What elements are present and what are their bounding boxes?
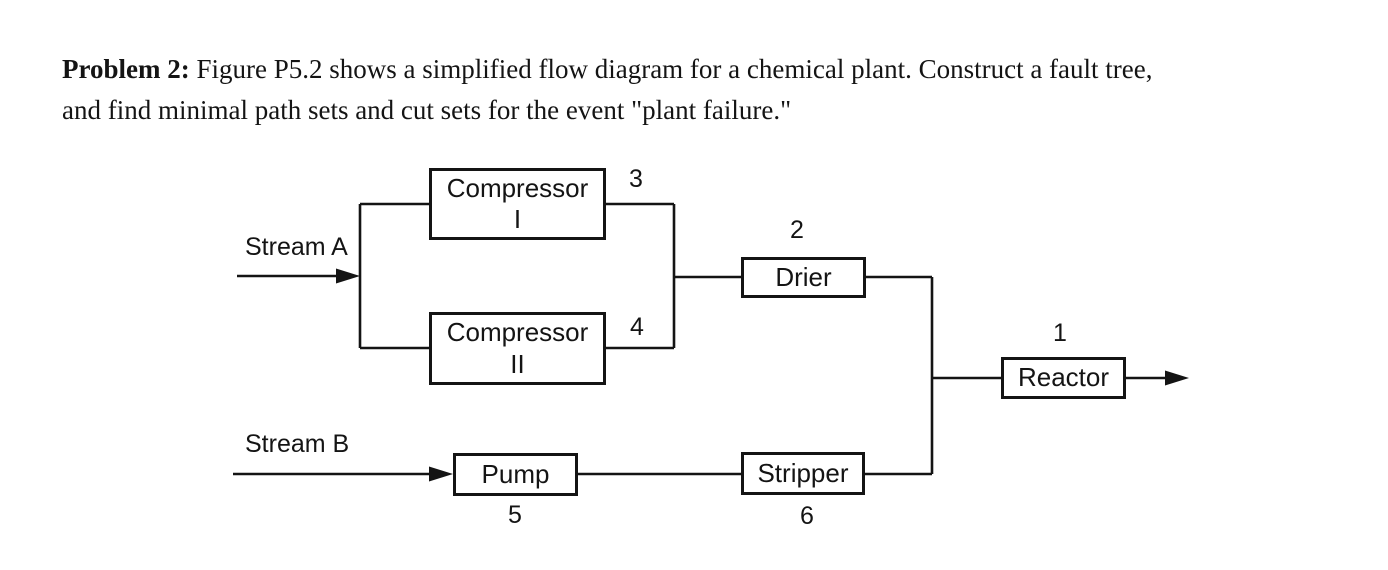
compressor-2-number: 4: [630, 313, 644, 341]
problem-statement: Problem 2: Figure P5.2 shows a simplifie…: [62, 49, 1352, 131]
drier-box: Drier: [741, 257, 866, 298]
drier-label: Drier: [775, 261, 832, 292]
pump-number: 5: [508, 501, 522, 529]
stream-a-arrowhead: [336, 268, 360, 284]
compressor-2-label-line2: II: [510, 348, 525, 379]
drier-number: 2: [790, 216, 804, 244]
stream-a-label: Stream A: [245, 233, 348, 261]
stream-b-arrowhead: [429, 466, 453, 482]
stream-b-label: Stream B: [245, 430, 350, 458]
problem-line-2: and find minimal path sets and cut sets …: [62, 95, 792, 125]
compressor-2-label-line1: Compressor: [446, 317, 589, 348]
reactor-outlet-arrowhead: [1165, 370, 1189, 386]
compressor-1-label-line2: I: [513, 204, 522, 234]
problem-text-1: Figure P5.2 shows a simplified flow diag…: [189, 54, 1153, 84]
compressor-1-label-line1: Compressor: [446, 172, 589, 203]
stripper-box: Stripper: [741, 452, 865, 495]
compressor-1-box: Compressor I: [429, 168, 606, 240]
stripper-label: Stripper: [757, 457, 849, 488]
pump-label: Pump: [481, 458, 550, 489]
stripper-number: 6: [800, 502, 814, 530]
reactor-number: 1: [1053, 319, 1067, 347]
problem-line-1: Problem 2: Figure P5.2 shows a simplifie…: [62, 49, 1352, 90]
compressor-1-number: 3: [629, 165, 643, 193]
compressor-2-box: Compressor II: [429, 312, 606, 385]
pump-box: Pump: [453, 453, 578, 496]
reactor-label: Reactor: [1017, 362, 1110, 393]
reactor-box: Reactor: [1001, 357, 1126, 399]
problem-label: Problem 2:: [62, 54, 190, 84]
